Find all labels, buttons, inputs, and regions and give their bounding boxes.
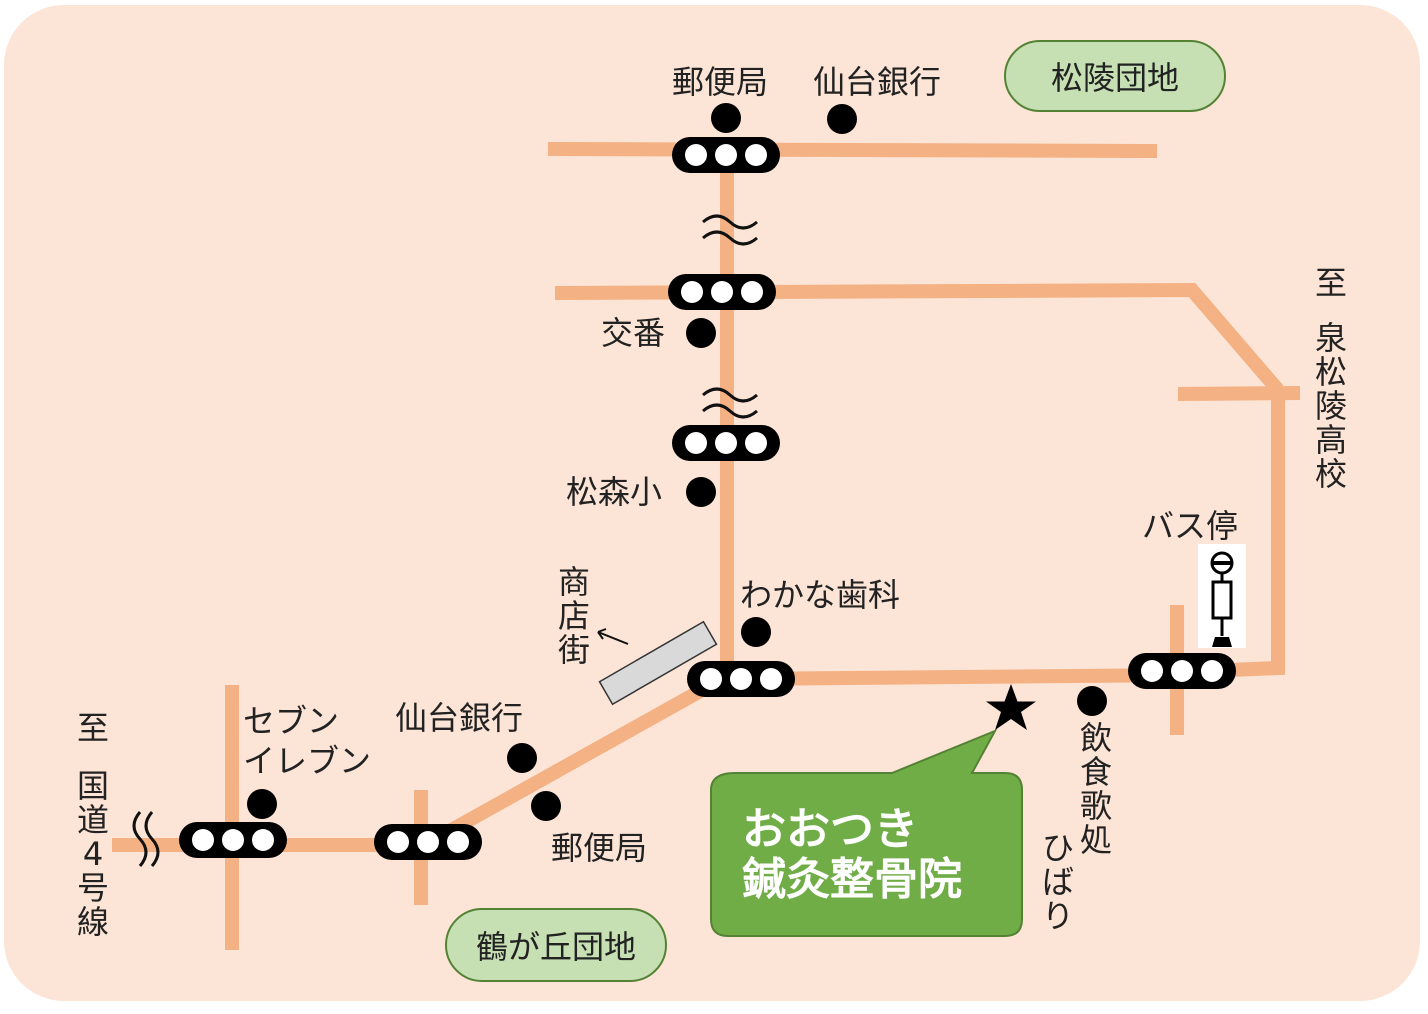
dot-icon <box>686 477 716 507</box>
traffic-light-icon <box>687 661 795 697</box>
label-post-office-north: 郵便局 <box>672 63 769 101</box>
district-shoryo-label: 松陵団地 <box>1050 59 1179 97</box>
dot-icon <box>247 789 277 819</box>
label-post-office-south: 郵便局 <box>551 829 648 867</box>
traffic-light-icon <box>668 274 776 310</box>
label-direction-east: 泉松陵高校 <box>1314 319 1347 493</box>
dot-icon <box>827 104 857 134</box>
road-east-vertical <box>1229 390 1285 677</box>
dot-icon <box>686 318 716 348</box>
destination-callout <box>710 729 1023 937</box>
district-tsurugaoka-label: 鶴が丘団地 <box>475 928 636 966</box>
shopping-street-block <box>598 620 718 706</box>
bus-stop-icon <box>1198 544 1246 648</box>
label-wakana-dental: わかな歯科 <box>740 576 901 614</box>
dot-icon <box>711 103 741 133</box>
wavy-break-icon <box>132 214 758 867</box>
shopping-street-arrow-icon <box>597 628 629 645</box>
road-north <box>547 142 1158 158</box>
traffic-light-icon <box>1128 653 1236 689</box>
traffic-light-icon <box>672 425 780 461</box>
dot-icon <box>507 743 537 773</box>
dot-icon <box>741 617 771 647</box>
star-icon <box>986 684 1036 730</box>
map-background <box>4 5 1420 1001</box>
poi-dots <box>247 103 1107 821</box>
traffic-light-icon <box>179 822 287 858</box>
traffic-light-icon <box>672 137 780 173</box>
label-bus-stop: バス停 <box>1142 507 1239 545</box>
label-sendai-bank-south: 仙台銀行 <box>395 699 524 737</box>
road-diagonal <box>426 673 724 849</box>
road-south-east <box>739 668 1186 686</box>
label-sendai-bank-north: 仙台銀行 <box>813 63 942 101</box>
district-tsurugaoka: 鶴が丘団地 <box>445 908 667 982</box>
dot-icon <box>1077 686 1107 716</box>
label-police-box: 交番 <box>601 314 666 352</box>
label-matsumori-elementary: 松森小 <box>566 473 663 511</box>
destination-name-line1: おおつき <box>742 804 918 855</box>
label-restaurant-2: ひばり <box>1041 829 1074 935</box>
label-direction-west-prefix: 至 <box>76 709 109 747</box>
destination-name-line2: 鍼灸整骨院 <box>742 854 962 905</box>
dot-icon <box>531 791 561 821</box>
label-seven-eleven-1: セブン <box>243 702 340 740</box>
traffic-light-icon <box>374 824 482 860</box>
label-seven-eleven-2: イレブン <box>243 742 372 780</box>
district-shoryo: 松陵団地 <box>1004 40 1226 112</box>
label-shopping-street: 商店街 <box>557 563 590 669</box>
label-restaurant-1: 飲食歌処 <box>1079 719 1112 859</box>
label-direction-east-prefix: 至 <box>1314 264 1347 302</box>
